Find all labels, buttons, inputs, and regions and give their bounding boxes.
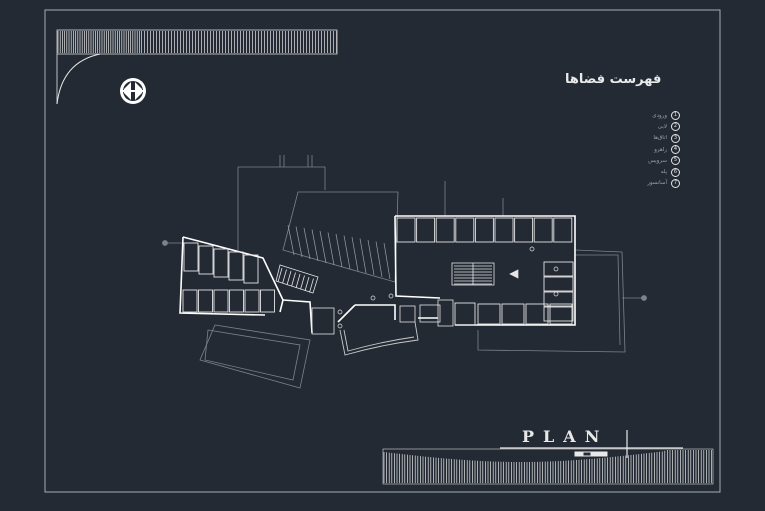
room-cell: [260, 289, 275, 313]
room-cell: [198, 245, 214, 275]
sheet-frame: [44, 9, 721, 493]
ramp-line: [287, 224, 295, 256]
legend-item-number: 3: [671, 133, 680, 143]
stair-tread: [291, 272, 296, 287]
central-stair: [451, 262, 495, 286]
room-cells-left: [182, 242, 275, 313]
room-cell: [229, 289, 244, 313]
room-cell: [533, 217, 553, 243]
ramp-hatching: [287, 224, 391, 280]
plan-title: PLAN: [522, 427, 609, 446]
legend-title: فهرست فضاها: [565, 72, 662, 87]
room-cell: [543, 306, 574, 322]
legend-item-label: راهرو: [654, 146, 667, 153]
room-cell: [474, 217, 494, 243]
exterior-walls: [179, 215, 576, 334]
legend-item: آسانسور 7: [620, 178, 680, 189]
ramp-line: [335, 233, 343, 268]
legend-item: سرویس 5: [620, 155, 680, 166]
legend-item-number: 2: [671, 122, 680, 132]
legend-item-label: لابی: [657, 123, 667, 130]
legend-item: اتاق‌ها 3: [620, 133, 680, 144]
room-cell: [416, 217, 436, 243]
stair-tread: [309, 278, 314, 293]
legend-item-number: 7: [671, 178, 680, 188]
stair-tread: [304, 276, 310, 292]
ramp-line: [359, 238, 367, 274]
room-cell: [435, 217, 455, 243]
ramp-line: [375, 241, 383, 278]
room-cell: [213, 248, 229, 278]
room-cell: [501, 303, 525, 325]
legend-item: لابی 2: [620, 121, 680, 132]
room-cell: [454, 302, 476, 326]
legend-item-number: 5: [671, 156, 680, 166]
plan-symbols: [337, 246, 559, 329]
legend-item: ورودی 1: [620, 110, 680, 121]
legend-item-number: 6: [671, 167, 680, 177]
stair-tread: [282, 269, 287, 284]
room-cell: [553, 217, 573, 243]
room-cell: [198, 289, 213, 313]
legend-item: پله 6: [620, 166, 680, 177]
ramp-line: [319, 230, 327, 264]
floor-plan: [162, 155, 647, 389]
bottom-right-hatch-band: [382, 448, 714, 485]
room-cells-bottom: [454, 302, 573, 326]
ramp-line: [351, 236, 359, 272]
room-cell: [243, 254, 259, 284]
ramp-line: [383, 242, 391, 280]
legend-item-label: اتاق‌ها: [653, 135, 667, 142]
room-cell: [525, 303, 549, 325]
stair-tread: [286, 270, 292, 286]
ramp-line: [343, 235, 351, 270]
room-cell: [543, 291, 574, 307]
stair-tread: [300, 275, 305, 290]
stair-tread: [295, 273, 301, 289]
site-outlines: [162, 155, 647, 389]
room-cell: [514, 217, 534, 243]
room-cell: [228, 251, 244, 281]
north-arrow-icon: [120, 78, 146, 104]
room-cell: [183, 242, 199, 272]
room-cell: [244, 289, 260, 313]
legend-item-label: پله: [660, 169, 667, 176]
ramp-line: [303, 227, 311, 260]
stair-tread: [277, 267, 283, 283]
room-cell: [543, 261, 574, 277]
legend-item-label: ورودی: [652, 112, 667, 119]
plan-label-lines: [500, 430, 683, 458]
room-cells-right: [543, 261, 574, 322]
room-cell: [477, 303, 501, 325]
room-cell: [549, 303, 573, 325]
ramp-line: [311, 229, 319, 262]
service-cores: [311, 299, 454, 335]
room-cell: [543, 276, 574, 292]
room-cell: [213, 289, 229, 313]
legend-item-label: سرویس: [648, 157, 667, 164]
room-cells-top: [396, 217, 573, 243]
legend-item-label: آسانسور: [647, 180, 667, 187]
room-cell: [182, 289, 198, 313]
ramp-line: [295, 226, 303, 258]
room-cell: [396, 217, 416, 243]
room-cell: [455, 217, 475, 243]
entrance-canopy: [339, 321, 419, 356]
top-left-hatch-band: [56, 29, 338, 105]
room-cell: [494, 217, 514, 243]
ramp-line: [367, 239, 375, 276]
ramp-line: [327, 232, 335, 266]
left-stair: [275, 264, 319, 294]
legend-item-number: 1: [671, 111, 680, 121]
legend-item: راهرو 4: [620, 144, 680, 155]
legend-item-number: 4: [671, 145, 680, 155]
